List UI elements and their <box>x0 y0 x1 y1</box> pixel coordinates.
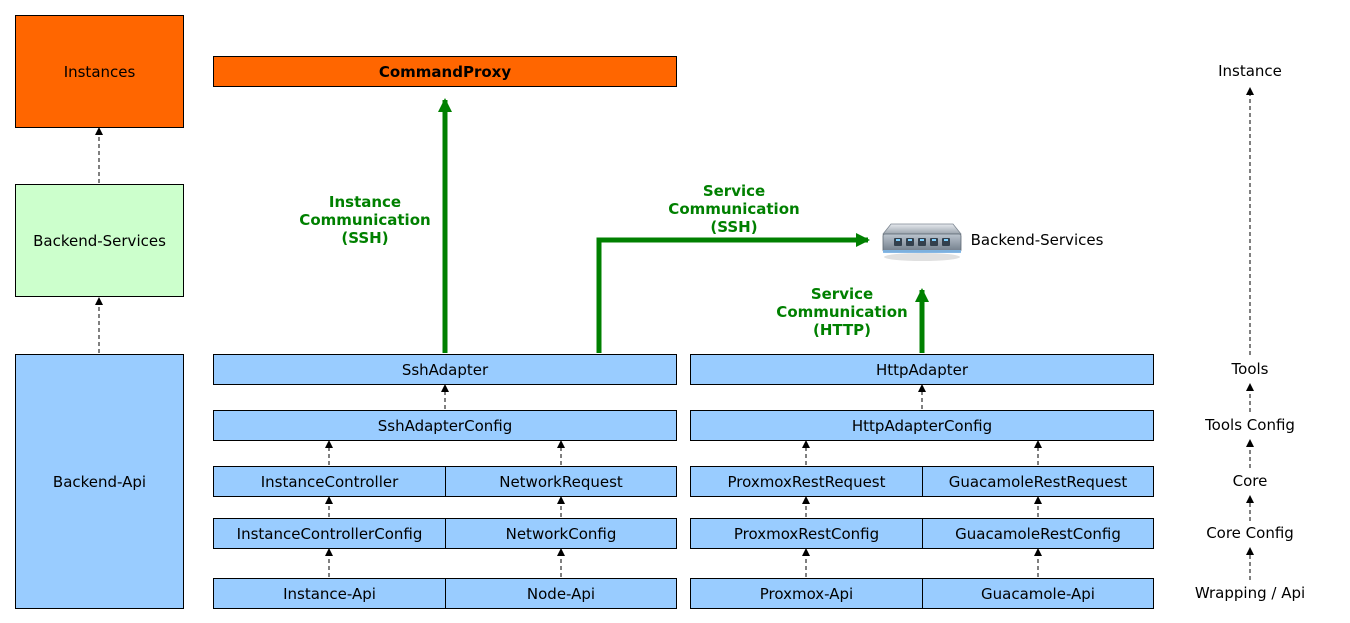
http-adapter-label: HttpAdapter <box>875 360 969 379</box>
proxmox-rest-config-label: ProxmoxRestConfig <box>733 524 880 543</box>
network-request-box: NetworkRequest <box>445 466 677 497</box>
instance-controller-box: InstanceController <box>213 466 446 497</box>
instance-api-label: Instance-Api <box>283 584 376 603</box>
instance-controller-config-box: InstanceControllerConfig <box>213 518 446 549</box>
service-http-line-3: (HTTP) <box>812 321 872 339</box>
node-api-box: Node-Api <box>445 578 677 609</box>
ssh-adapter-box: SshAdapter <box>213 354 677 385</box>
service-ssh-line-2: Communication <box>668 200 800 218</box>
ssh-adapter-config-box: SshAdapterConfig <box>213 410 677 441</box>
layer-tools-label: Tools <box>1231 360 1269 378</box>
command-proxy-label: CommandProxy <box>378 62 512 81</box>
guacamole-api-label: Guacamole-Api <box>981 584 1095 603</box>
node-api-label: Node-Api <box>526 584 596 603</box>
guacamole-rest-config-label: GuacamoleRestConfig <box>955 524 1121 543</box>
instance-api-box: Instance-Api <box>213 578 446 609</box>
service-ssh-line-3: (SSH) <box>710 218 758 236</box>
http-adapter-config-label: HttpAdapterConfig <box>851 416 993 435</box>
layer-instance-label: Instance <box>1218 62 1282 80</box>
layer-wrapping-api-label: Wrapping / Api <box>1194 584 1306 602</box>
instances-box: Instances <box>15 15 184 128</box>
proxmox-api-label: Proxmox-Api <box>759 584 854 603</box>
instance-communication-line-2: Communication <box>299 211 431 229</box>
network-request-label: NetworkRequest <box>499 472 623 491</box>
proxmox-rest-request-box: ProxmoxRestRequest <box>690 466 923 497</box>
guacamole-api-box: Guacamole-Api <box>922 578 1154 609</box>
guacamole-rest-request-box: GuacamoleRestRequest <box>922 466 1154 497</box>
backend-services-box: Backend-Services <box>15 184 184 297</box>
instance-communication-line-1: Instance <box>328 193 402 211</box>
service-http-line-2: Communication <box>776 303 908 321</box>
network-switch-icon <box>882 223 962 261</box>
network-config-label: NetworkConfig <box>505 524 617 543</box>
instance-controller-config-label: InstanceControllerConfig <box>236 524 423 543</box>
command-proxy-box: CommandProxy <box>213 56 677 87</box>
ssh-adapter-config-label: SshAdapterConfig <box>377 416 513 435</box>
service-ssh-communication-label: Service Communication (SSH) <box>668 182 799 236</box>
ssh-adapter-label: SshAdapter <box>401 360 489 379</box>
instances-label: Instances <box>63 62 136 81</box>
guacamole-rest-request-label: GuacamoleRestRequest <box>948 472 1128 491</box>
backend-services-label: Backend-Services <box>33 231 166 250</box>
guacamole-rest-config-box: GuacamoleRestConfig <box>922 518 1154 549</box>
backend-api-box: Backend-Api <box>15 354 184 609</box>
proxmox-api-box: Proxmox-Api <box>690 578 923 609</box>
layer-core-config-label: Core Config <box>1206 524 1294 542</box>
proxmox-rest-request-label: ProxmoxRestRequest <box>727 472 886 491</box>
layer-core-label: Core <box>1232 472 1268 490</box>
instance-communication-label: Instance Communication (SSH) <box>299 193 430 247</box>
service-http-communication-label: Service Communication (HTTP) <box>776 285 907 339</box>
service-http-line-1: Service <box>810 285 874 303</box>
http-adapter-config-box: HttpAdapterConfig <box>690 410 1154 441</box>
network-config-box: NetworkConfig <box>445 518 677 549</box>
backend-services-node-label: Backend-Services <box>970 231 1104 249</box>
instance-controller-label: InstanceController <box>260 472 399 491</box>
backend-api-label: Backend-Api <box>52 472 147 491</box>
service-ssh-communication-arrow <box>596 233 870 353</box>
http-adapter-box: HttpAdapter <box>690 354 1154 385</box>
layer-tools-config-label: Tools Config <box>1205 416 1295 434</box>
instance-communication-line-3: (SSH) <box>341 229 389 247</box>
service-ssh-line-1: Service <box>702 182 766 200</box>
proxmox-rest-config-box: ProxmoxRestConfig <box>690 518 923 549</box>
